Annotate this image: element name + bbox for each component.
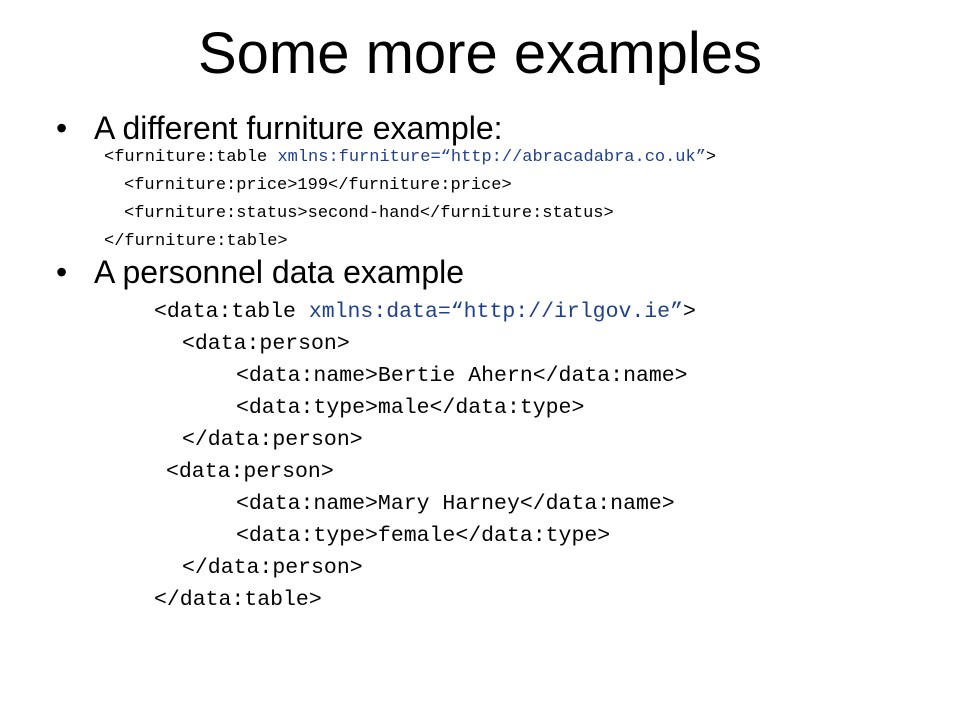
furniture-code-line-4: </furniture:table> <box>104 232 288 251</box>
slide-title: Some more examples <box>197 21 763 86</box>
furniture-code-line-3: <furniture:status>second-hand</furniture… <box>124 204 614 223</box>
personnel-code-line-5: </data:person> <box>182 428 363 452</box>
bullet-text: A different furniture example: <box>94 110 503 146</box>
furniture-code-line-1: <furniture:table xmlns:furniture=“http:/… <box>104 144 716 172</box>
bullet-dot-icon: • <box>56 254 68 290</box>
code-tag-open: <furniture:table <box>104 148 278 167</box>
personnel-code-line-10: </data:table> <box>154 588 322 612</box>
personnel-code-line-3: <data:name>Bertie Ahern</data:name> <box>236 364 688 388</box>
personnel-code-line-9: </data:person> <box>182 556 363 580</box>
furniture-code-line-2: <furniture:price>199</furniture:price> <box>124 176 512 195</box>
code-tag-close: > <box>683 300 696 324</box>
personnel-code-line-1: <data:table xmlns:data=“http://irlgov.ie… <box>154 296 696 328</box>
code-attribute: xmlns:furniture=“http://abracadabra.co.u… <box>277 148 706 167</box>
code-tag-open: <data:table <box>154 300 309 324</box>
personnel-code-line-6: <data:person> <box>166 460 334 484</box>
code-tag-close: > <box>705 148 717 167</box>
bullet-text: A personnel data example <box>94 254 465 290</box>
personnel-code-line-4: <data:type>male</data:type> <box>236 396 585 420</box>
bullet-furniture: • A different furniture example: <box>56 108 503 148</box>
bullet-personnel: • A personnel data example <box>56 252 464 292</box>
code-attribute: xmlns:data=“http://irlgov.ie” <box>308 300 683 324</box>
personnel-code-line-7: <data:name>Mary Harney</data:name> <box>236 492 675 516</box>
personnel-code-line-2: <data:person> <box>182 332 350 356</box>
bullet-dot-icon: • <box>56 110 68 146</box>
personnel-code-line-8: <data:type>female</data:type> <box>236 524 611 548</box>
